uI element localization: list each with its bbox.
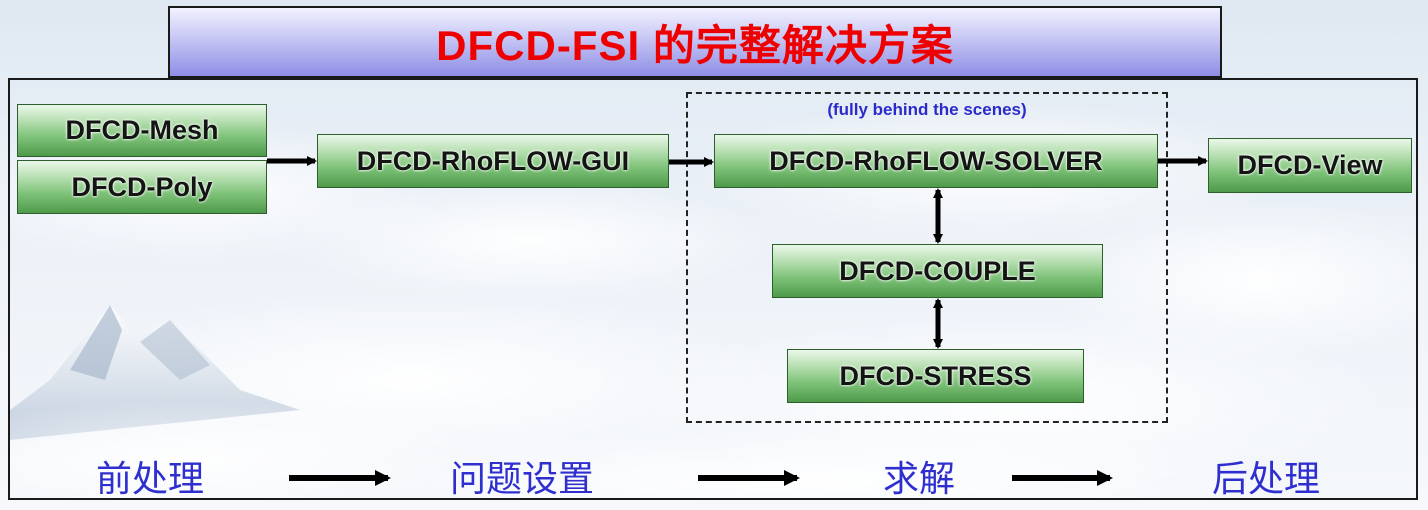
behind-scenes-group (686, 92, 1168, 423)
stage-postprocessing: 后处理 (1212, 458, 1321, 499)
box-dfcd-rhoflow-solver: DFCD-RhoFLOW-SOLVER (714, 134, 1158, 188)
diagram-frame: (fully behind the scenes) DFCD-Mesh DFCD… (8, 78, 1418, 500)
box-dfcd-couple: DFCD-COUPLE (772, 244, 1103, 298)
stage-problem-setup: 问题设置 (450, 458, 595, 499)
box-dfcd-poly: DFCD-Poly (17, 160, 267, 214)
box-dfcd-view: DFCD-View (1208, 138, 1412, 193)
box-dfcd-mesh: DFCD-Mesh (17, 104, 267, 157)
flow-arrows (267, 156, 1208, 486)
box-dfcd-rhoflow-gui: DFCD-RhoFLOW-GUI (317, 134, 669, 188)
title-banner: DFCD-FSI 的完整解决方案 (168, 6, 1222, 78)
stage-solve: 求解 (883, 458, 956, 499)
stage-preprocessing: 前处理 (96, 458, 205, 499)
sky-mountain-background (10, 100, 1416, 498)
box-dfcd-stress: DFCD-STRESS (787, 349, 1084, 403)
page-title: DFCD-FSI 的完整解决方案 (436, 21, 954, 69)
behind-scenes-label: (fully behind the scenes) (827, 100, 1027, 119)
